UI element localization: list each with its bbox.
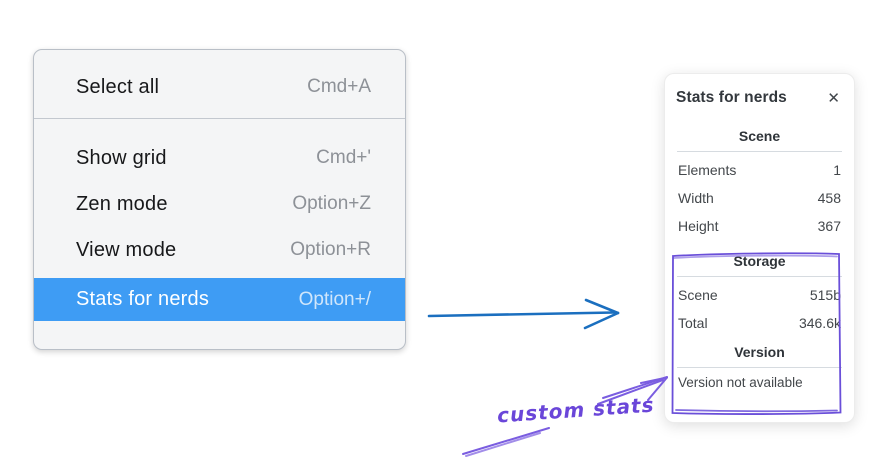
stat-label: Elements bbox=[678, 162, 737, 178]
section-heading-version: Version bbox=[734, 344, 785, 360]
menu-item-label: Stats for nerds bbox=[76, 288, 210, 310]
stat-value: 1 bbox=[833, 162, 841, 178]
menu-item-view-mode[interactable]: View mode Option+R bbox=[34, 227, 405, 273]
stat-label: Width bbox=[678, 190, 714, 206]
annotation-arrow bbox=[462, 376, 668, 457]
menu-item-shortcut: Option+/ bbox=[298, 288, 371, 310]
menu-item-shortcut: Option+R bbox=[290, 239, 371, 260]
menu-item-shortcut: Option+Z bbox=[292, 193, 371, 214]
stat-value: 458 bbox=[817, 190, 841, 206]
stat-value: 346.6k bbox=[798, 315, 841, 331]
menu-item-label: Show grid bbox=[76, 146, 167, 169]
stat-label: Height bbox=[678, 218, 719, 234]
stats-panel-title: Stats for nerds bbox=[676, 89, 787, 106]
stat-row-width: Width 458 bbox=[676, 184, 843, 212]
context-menu: Select all Cmd+A Show grid Cmd+' Zen mod… bbox=[33, 49, 406, 350]
stat-row-scene-storage: Scene 515b bbox=[676, 281, 843, 309]
menu-divider bbox=[34, 118, 405, 119]
stats-panel: Stats for nerds ✕ Scene Elements 1 Width… bbox=[664, 73, 855, 423]
stat-row-total-storage: Total 346.6k bbox=[676, 309, 843, 337]
menu-item-label: Zen mode bbox=[76, 192, 168, 215]
stat-row-height: Height 367 bbox=[676, 212, 843, 240]
section-divider bbox=[677, 151, 842, 152]
menu-item-select-all[interactable]: Select all Cmd+A bbox=[34, 64, 405, 110]
close-icon[interactable]: ✕ bbox=[827, 89, 840, 107]
section-divider bbox=[677, 367, 842, 368]
menu-item-shortcut: Cmd+' bbox=[316, 147, 371, 168]
annotation-custom-stats-label: custom stats bbox=[496, 392, 656, 428]
section-divider bbox=[677, 276, 842, 277]
section-heading-storage: Storage bbox=[733, 253, 786, 269]
menu-item-zen-mode[interactable]: Zen mode Option+Z bbox=[34, 181, 405, 227]
stat-row-elements: Elements 1 bbox=[676, 156, 843, 184]
menu-item-label: View mode bbox=[76, 238, 177, 261]
menu-item-label: Select all bbox=[76, 75, 160, 98]
menu-item-stats-for-nerds[interactable]: Stats for nerds Option+/ bbox=[34, 278, 405, 321]
menu-item-shortcut: Cmd+A bbox=[307, 76, 371, 97]
menu-item-show-grid[interactable]: Show grid Cmd+' bbox=[34, 135, 405, 181]
stat-label: Scene bbox=[678, 287, 718, 303]
menu-section-main: Show grid Cmd+' Zen mode Option+Z View m… bbox=[34, 119, 405, 321]
version-note: Version not available bbox=[678, 375, 803, 390]
stat-value: 367 bbox=[817, 218, 841, 234]
section-heading-scene: Scene bbox=[738, 128, 781, 144]
stat-value: 515b bbox=[809, 287, 841, 303]
menu-section-top: Select all Cmd+A bbox=[34, 50, 405, 110]
stat-label: Total bbox=[678, 315, 708, 331]
stats-panel-header: Stats for nerds ✕ bbox=[676, 86, 843, 110]
blue-arrow bbox=[427, 298, 620, 330]
